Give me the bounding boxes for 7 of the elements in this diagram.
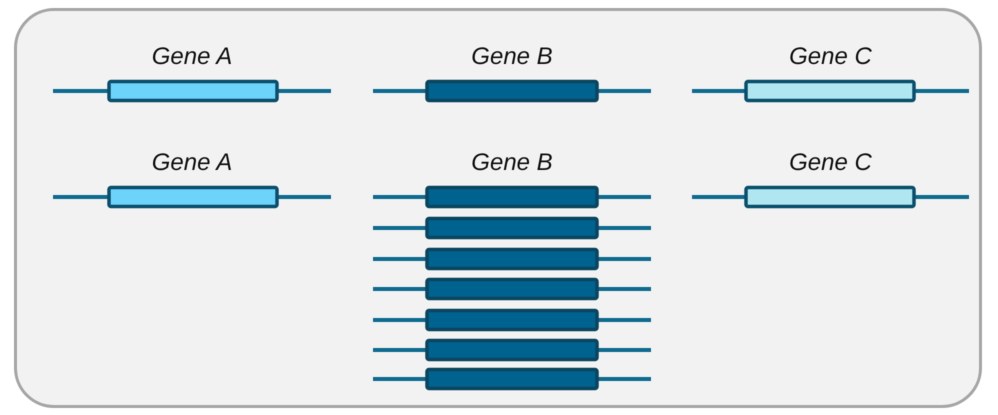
gene-label: Gene C [789, 149, 872, 177]
gene-label: Gene B [471, 43, 553, 71]
gene-label: Gene A [152, 149, 232, 177]
gene-label: Gene C [789, 43, 872, 71]
gene-label: Gene A [152, 43, 232, 71]
gene-label: Gene B [471, 149, 553, 177]
panel-background [14, 8, 982, 408]
